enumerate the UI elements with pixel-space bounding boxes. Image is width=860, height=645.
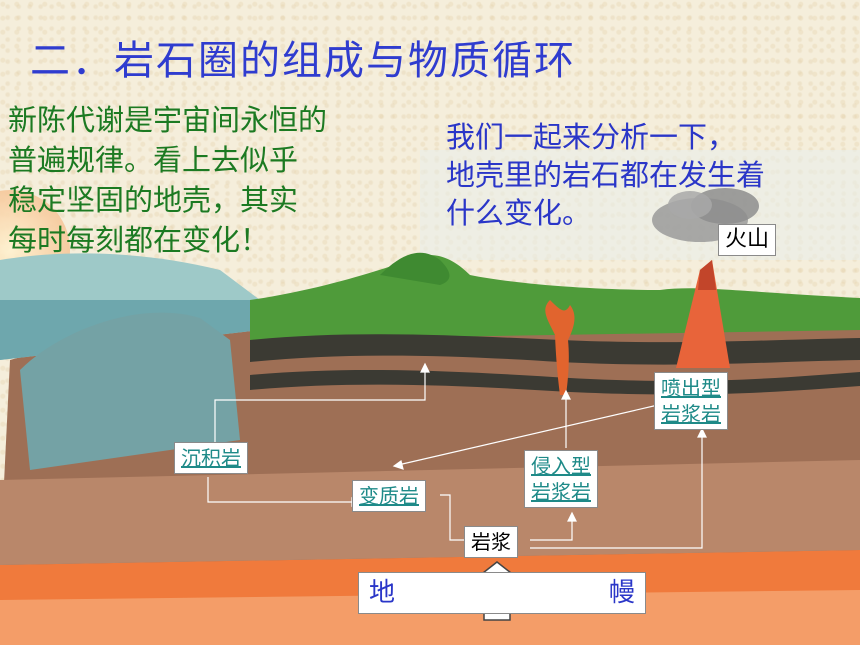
mantle-label-box: 地 幔 [358, 572, 646, 614]
intro-line: 稳定坚固的地壳，其实 [8, 183, 299, 217]
sedimentary-rock-link[interactable]: 沉积岩 [174, 442, 248, 474]
extrusive-igneous-rock-link[interactable]: 喷出型 岩浆岩 [654, 372, 728, 430]
magma-label: 岩浆 [464, 526, 518, 558]
intrusive-igneous-rock-link[interactable]: 侵入型 岩浆岩 [524, 450, 598, 508]
extrusive-label-line: 岩浆岩 [661, 402, 721, 426]
intrusive-label-line: 侵入型 [531, 454, 591, 478]
extrusive-label-line: 喷出型 [661, 376, 721, 400]
intro-paragraph: 新陈代谢是宇宙间永恒的 普遍规律。看上去似乎 稳定坚固的地壳，其实 每时每刻都在… [8, 100, 398, 260]
sedimentary-rock-label: 沉积岩 [181, 446, 241, 470]
intrusive-label-line: 岩浆岩 [531, 480, 591, 504]
intro-line: 普遍规律。看上去似乎 [8, 143, 299, 177]
intro-line: 每时每刻都在变化！ [8, 223, 270, 257]
mantle-label-right: 幔 [608, 578, 635, 608]
prompt-paragraph: 我们一起来分析一下， 地壳里的岩石都在发生着 什么变化。 [446, 118, 846, 232]
prompt-line: 地壳里的岩石都在发生着 [446, 158, 766, 192]
intrusive-magma-plume [545, 300, 575, 395]
metamorphic-rock-label: 变质岩 [359, 484, 419, 508]
mantle-label-left: 地 [369, 578, 396, 608]
prompt-line: 什么变化。 [446, 196, 592, 230]
page-title: 二．岩石圈的组成与物质循环 [30, 38, 576, 84]
volcano-cone [676, 260, 730, 368]
intro-line: 新陈代谢是宇宙间永恒的 [8, 103, 328, 137]
metamorphic-rock-link[interactable]: 变质岩 [352, 480, 426, 512]
prompt-line: 我们一起来分析一下， [446, 120, 737, 154]
volcano-label: 火山 [718, 224, 777, 256]
